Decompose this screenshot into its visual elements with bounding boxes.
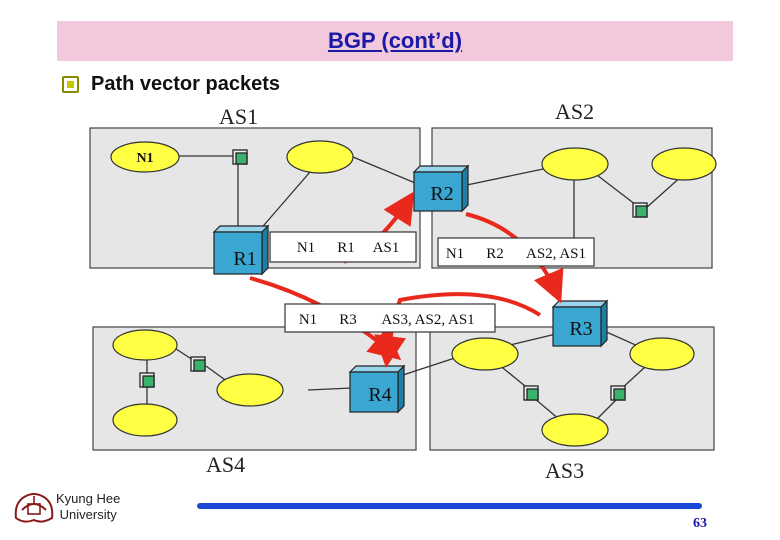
as1-label: AS1 <box>219 104 258 129</box>
router-r1-label: R1 <box>233 248 256 270</box>
as3-label: AS3 <box>545 458 584 483</box>
slide-title: BGP (cont’d) <box>327 28 463 53</box>
link <box>601 329 641 348</box>
packet-r3-router: R3 <box>339 312 357 328</box>
university-line-1: Kyung Hee <box>56 491 121 506</box>
router-r2-label: R2 <box>430 183 453 205</box>
network <box>216 373 284 407</box>
packet-box-r1: N1 R1 AS1 <box>269 231 417 263</box>
network <box>541 147 609 181</box>
network <box>541 413 609 447</box>
packet-r1-net: N1 <box>297 240 315 256</box>
as4-label: AS4 <box>206 452 245 477</box>
link <box>352 156 421 186</box>
link <box>595 397 619 421</box>
packet-r3-path: AS3, AS2, AS1 <box>381 312 474 328</box>
router-r1: R1 <box>212 224 270 276</box>
network <box>629 337 695 371</box>
footer-divider <box>197 503 702 509</box>
checkbox-bullet-icon <box>62 75 79 93</box>
packet-r3-net: N1 <box>299 312 317 328</box>
host-icon <box>523 385 539 401</box>
network-n1 <box>110 141 180 173</box>
host-icon <box>232 149 248 165</box>
router-r4: R4 <box>348 364 406 414</box>
router-r4-label: R4 <box>368 384 391 406</box>
router-r3-label: R3 <box>569 318 592 340</box>
university-name: Kyung Hee University <box>56 491 120 523</box>
network-n1-label: N1 <box>136 151 153 166</box>
bullet-item: Path vector packets <box>62 70 280 98</box>
host-icon <box>139 372 155 388</box>
network <box>286 140 354 174</box>
packet-box-r2: N1 R2 AS2, AS1 <box>437 237 595 267</box>
packet-box-r3: N1 R3 AS3, AS2, AS1 <box>284 303 496 333</box>
packet-r2-path: AS2, AS1 <box>526 246 586 262</box>
network <box>651 147 717 181</box>
link <box>307 387 353 391</box>
packet-r2-router: R2 <box>486 246 504 262</box>
bullet-text: Path vector packets <box>91 72 280 95</box>
link <box>509 333 557 346</box>
network <box>112 403 178 437</box>
host-icon <box>190 356 206 372</box>
host-icon <box>610 385 626 401</box>
packet-r1-path: AS1 <box>373 240 400 256</box>
university-logo-icon <box>14 493 54 523</box>
network <box>112 329 178 361</box>
title-bar: BGP (cont’d) <box>57 21 733 61</box>
packet-r1-router: R1 <box>337 240 355 256</box>
host-icon <box>632 202 648 218</box>
link <box>461 167 549 187</box>
link <box>533 397 561 421</box>
page-number: 63 <box>693 516 707 531</box>
as2-label: AS2 <box>555 99 594 124</box>
router-r2: R2 <box>412 164 470 213</box>
link <box>257 171 311 233</box>
router-r3: R3 <box>551 299 609 348</box>
link <box>645 174 684 209</box>
network <box>451 337 519 371</box>
link <box>592 171 641 209</box>
packet-r2-net: N1 <box>446 246 464 262</box>
university-line-2: University <box>59 507 117 522</box>
